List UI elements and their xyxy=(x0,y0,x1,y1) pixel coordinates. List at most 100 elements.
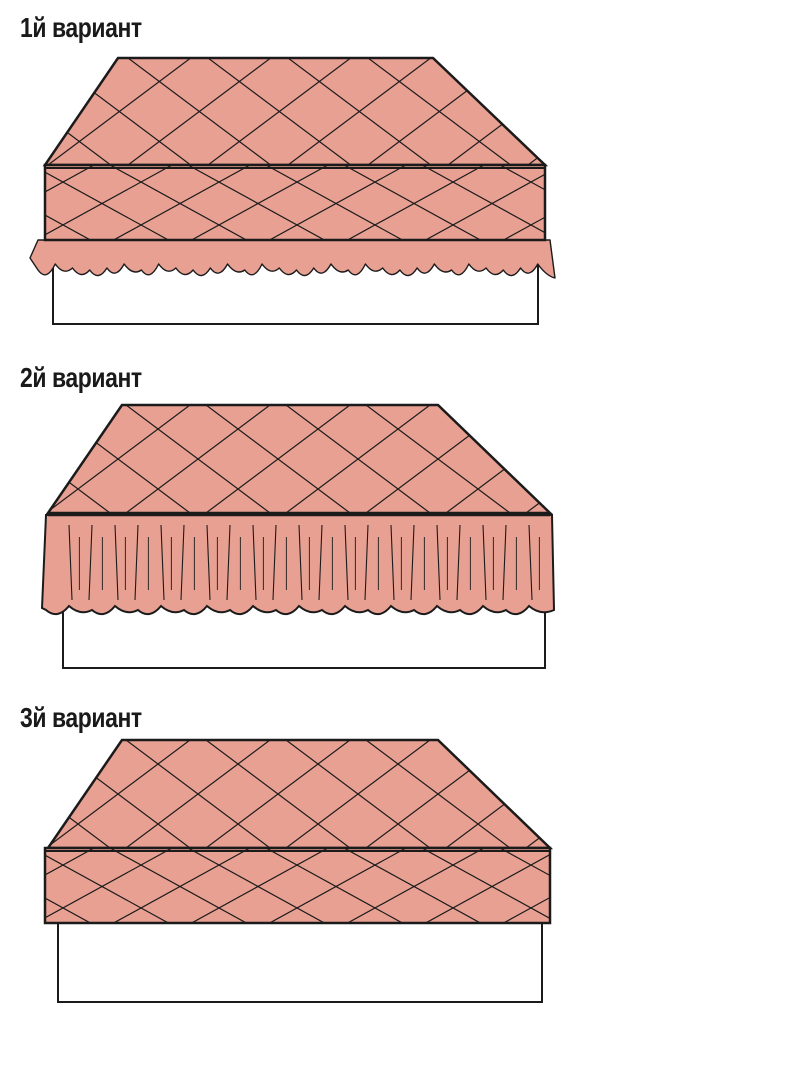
quilt-line xyxy=(656,848,796,925)
quilt-line xyxy=(764,55,810,168)
variant-2-label: 2й вариант xyxy=(20,362,142,393)
quilt-line xyxy=(684,55,810,168)
bed-variant-3 xyxy=(0,737,810,1003)
quilt-line xyxy=(123,58,276,165)
quilt-pattern-side-3 xyxy=(0,848,796,925)
quilt-line xyxy=(762,402,810,516)
variant-1-label: 1й вариант xyxy=(20,12,142,43)
quilt-line xyxy=(456,524,461,601)
quilt-line xyxy=(502,524,507,601)
quilt-line xyxy=(121,740,275,848)
quilt-line xyxy=(656,165,796,242)
quilt-line xyxy=(424,173,545,240)
quilt-line xyxy=(318,524,323,601)
quilt-line xyxy=(134,524,139,601)
quilt-line xyxy=(281,740,435,848)
quilt-line xyxy=(190,848,329,923)
quilt-line xyxy=(764,55,810,168)
quilt-line xyxy=(762,737,810,851)
quilt-line xyxy=(68,524,73,601)
quilt-line xyxy=(45,58,196,165)
quilt-line xyxy=(0,737,34,851)
quilt-line xyxy=(45,58,116,165)
quilt-line xyxy=(226,524,231,601)
quilt-line xyxy=(578,165,718,242)
quilt-line xyxy=(521,405,550,513)
quilt-line xyxy=(482,524,487,601)
bed-variant-1 xyxy=(0,55,810,325)
quilt-line xyxy=(0,55,35,168)
quilt-line xyxy=(252,524,257,601)
quilt-line xyxy=(268,165,407,240)
quilt-line xyxy=(346,165,485,240)
quilt-line xyxy=(45,165,173,236)
quilt-line xyxy=(499,165,545,191)
variant-3-label: 3й вариант xyxy=(20,702,142,733)
quilt-line xyxy=(45,897,92,923)
quilt-line xyxy=(160,524,165,601)
quilt-line xyxy=(523,58,545,165)
quilt-line xyxy=(48,740,195,848)
quilt-line xyxy=(281,405,435,513)
quilt-line xyxy=(578,848,718,925)
quilt-line xyxy=(602,737,754,851)
quilt-line xyxy=(499,848,550,877)
quilt-line xyxy=(521,405,550,513)
quilt-line xyxy=(436,524,441,601)
quilt-line xyxy=(602,402,754,516)
quilt-line xyxy=(424,853,550,923)
quilt-line xyxy=(268,848,407,923)
pleated-skirt-2 xyxy=(40,514,556,616)
quilt-line xyxy=(410,524,415,601)
quilt-line xyxy=(0,402,34,516)
quilt-line xyxy=(0,165,16,242)
quilt-line xyxy=(682,737,810,851)
quilt-line xyxy=(602,737,754,851)
quilt-line xyxy=(272,524,277,601)
quilt-line xyxy=(502,896,550,923)
quilt-line xyxy=(0,848,16,925)
quilt-line xyxy=(684,55,810,168)
quilt-line xyxy=(578,848,718,925)
quilt-line xyxy=(0,402,34,516)
quilt-line xyxy=(201,740,355,848)
quilt-line xyxy=(45,848,95,876)
quilt-line xyxy=(344,524,349,601)
quilt-line xyxy=(0,737,34,851)
quilt-line xyxy=(48,405,115,513)
quilt-line xyxy=(604,55,755,168)
quilt-line xyxy=(521,740,550,848)
bedspread-side-3 xyxy=(43,846,552,925)
quilt-line xyxy=(656,848,796,925)
bed-base-3 xyxy=(57,921,543,1003)
quilt-line xyxy=(528,524,533,601)
quilt-line xyxy=(201,405,355,513)
quilt-line xyxy=(578,165,718,242)
quilt-line xyxy=(762,402,810,516)
quilt-line xyxy=(48,405,195,513)
quilt-line xyxy=(45,165,95,193)
quilt-line xyxy=(121,405,275,513)
quilt-line xyxy=(682,402,810,516)
quilt-line xyxy=(112,848,251,923)
quilt-line xyxy=(45,214,92,240)
quilt-line xyxy=(682,737,810,851)
quilt-line xyxy=(0,848,16,925)
bedspread-top-3 xyxy=(45,738,554,850)
quilt-line xyxy=(88,524,93,601)
quilt-line xyxy=(523,58,545,165)
quilt-line xyxy=(656,165,796,242)
quilt-line xyxy=(364,524,369,601)
quilt-line xyxy=(180,524,185,601)
quilt-line xyxy=(48,740,115,848)
quilt-line xyxy=(762,737,810,851)
quilt-line xyxy=(390,524,395,601)
quilt-line xyxy=(604,55,755,168)
quilt-pattern-side-1 xyxy=(0,165,796,242)
quilt-line xyxy=(682,402,810,516)
quilt-line xyxy=(45,848,173,919)
bedspread-side-1 xyxy=(43,163,547,242)
ruffle-trim-1 xyxy=(29,239,556,279)
quilt-line xyxy=(0,55,35,168)
